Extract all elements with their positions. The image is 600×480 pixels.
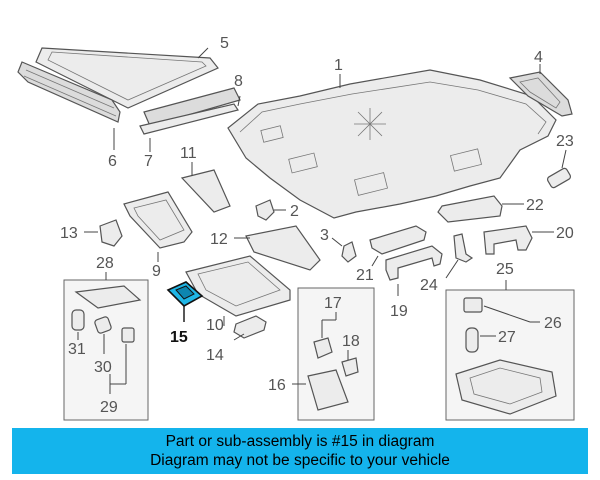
callout-24: 24 [420,277,438,294]
part-11-visor-cover [180,162,231,213]
part-20-grab-handle [483,225,554,255]
part-1-headliner [227,69,557,219]
callout-29: 29 [100,399,118,416]
callout-12: 12 [210,231,228,248]
part-23-clip [546,149,572,189]
part-13-clip [84,219,123,247]
callout-17: 17 [324,295,342,312]
part-22-handle-base [437,195,524,223]
part-15-highlighted[interactable] [166,281,204,322]
callout-10: 10 [206,317,224,334]
callout-3: 3 [320,227,329,244]
part-14-lamp [233,315,267,341]
part-19-grab-handle [385,245,443,296]
callout-20: 20 [556,225,574,242]
callout-9: 9 [152,263,161,280]
box-16 [292,287,375,421]
parts-diagram: 5 1 4 8 6 7 11 23 2 22 13 12 3 20 28 9 2… [17,35,575,421]
callout-23: 23 [556,133,574,150]
part-24-clip [445,233,474,279]
callout-31: 31 [68,341,86,358]
part-21-bracket [369,225,427,267]
callout-6: 6 [108,153,117,170]
callout-2: 2 [290,203,299,220]
part-8-strip [143,87,241,127]
callout-4: 4 [534,49,543,66]
callout-21: 21 [356,267,374,284]
part-9-sun-visor [123,191,193,262]
callout-30: 30 [94,359,112,376]
part-7-strip [139,103,239,152]
part-3-clip [331,237,357,263]
callout-26: 26 [544,315,562,332]
banner-line-2: Diagram may not be specific to your vehi… [150,452,450,469]
callout-11: 11 [180,145,197,162]
part-10-sun-visor [185,255,291,326]
banner-line-1: Part or sub-assembly is #15 in diagram [165,433,435,450]
part-5-sunshade-panel [35,47,219,109]
callout-7: 7 [144,153,153,170]
callout-28: 28 [96,255,114,272]
part-6-rail [17,61,121,150]
callout-22: 22 [526,197,544,214]
callout-1: 1 [334,57,343,74]
callout-13: 13 [60,225,78,242]
box-25 [445,280,575,421]
callout-8: 8 [234,73,243,90]
part-2-clip [255,199,286,221]
callout-16: 16 [268,377,286,394]
callout-5: 5 [220,35,229,52]
callout-15: 15 [170,329,188,346]
box-28 [63,272,149,421]
part-12-panel [234,225,321,271]
part-4-trim [508,64,573,117]
info-banner: Part or sub-assembly is #15 in diagram D… [12,428,588,474]
callout-19: 19 [390,303,408,320]
callout-27: 27 [498,329,516,346]
callout-14: 14 [206,347,224,364]
callout-18: 18 [342,333,360,350]
callout-25: 25 [496,261,514,278]
